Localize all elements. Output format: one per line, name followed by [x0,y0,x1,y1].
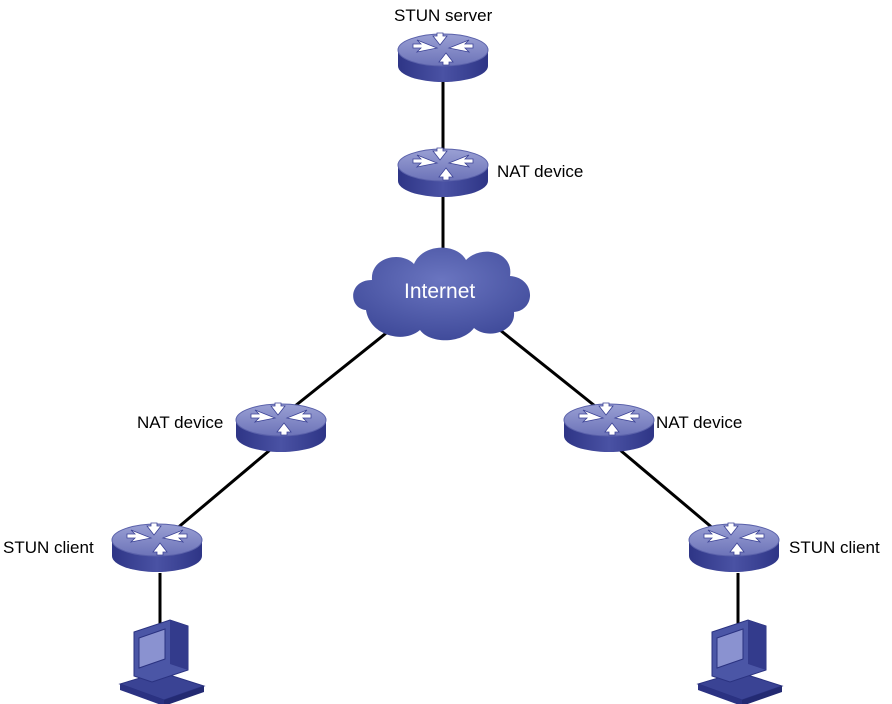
label-stun-client-left: STUN client [3,538,94,557]
router-icon-stun-server [397,32,489,83]
router-icon-stun-client-right [688,522,780,573]
pc-icon-right [697,619,783,704]
links [158,78,740,630]
router-icon-nat-top [397,147,489,198]
pc-icon-left [119,619,205,704]
label-nat-top: NAT device [497,162,584,181]
cloud-icon [353,247,531,341]
link-internet-nat-left [289,320,401,412]
label-internet: Internet [404,280,476,303]
link-internet-nat-right [489,320,601,412]
router-icon-stun-client-left [111,522,203,573]
link-nat-left-client [174,448,271,532]
label-stun-server: STUN server [394,6,493,25]
link-nat-right-client [619,448,716,532]
label-nat-left: NAT device [137,413,224,432]
router-icon-nat-left [235,402,327,453]
label-stun-client-right: STUN client [789,538,880,557]
router-icon-nat-right [563,402,655,453]
label-nat-right: NAT device [656,413,743,432]
